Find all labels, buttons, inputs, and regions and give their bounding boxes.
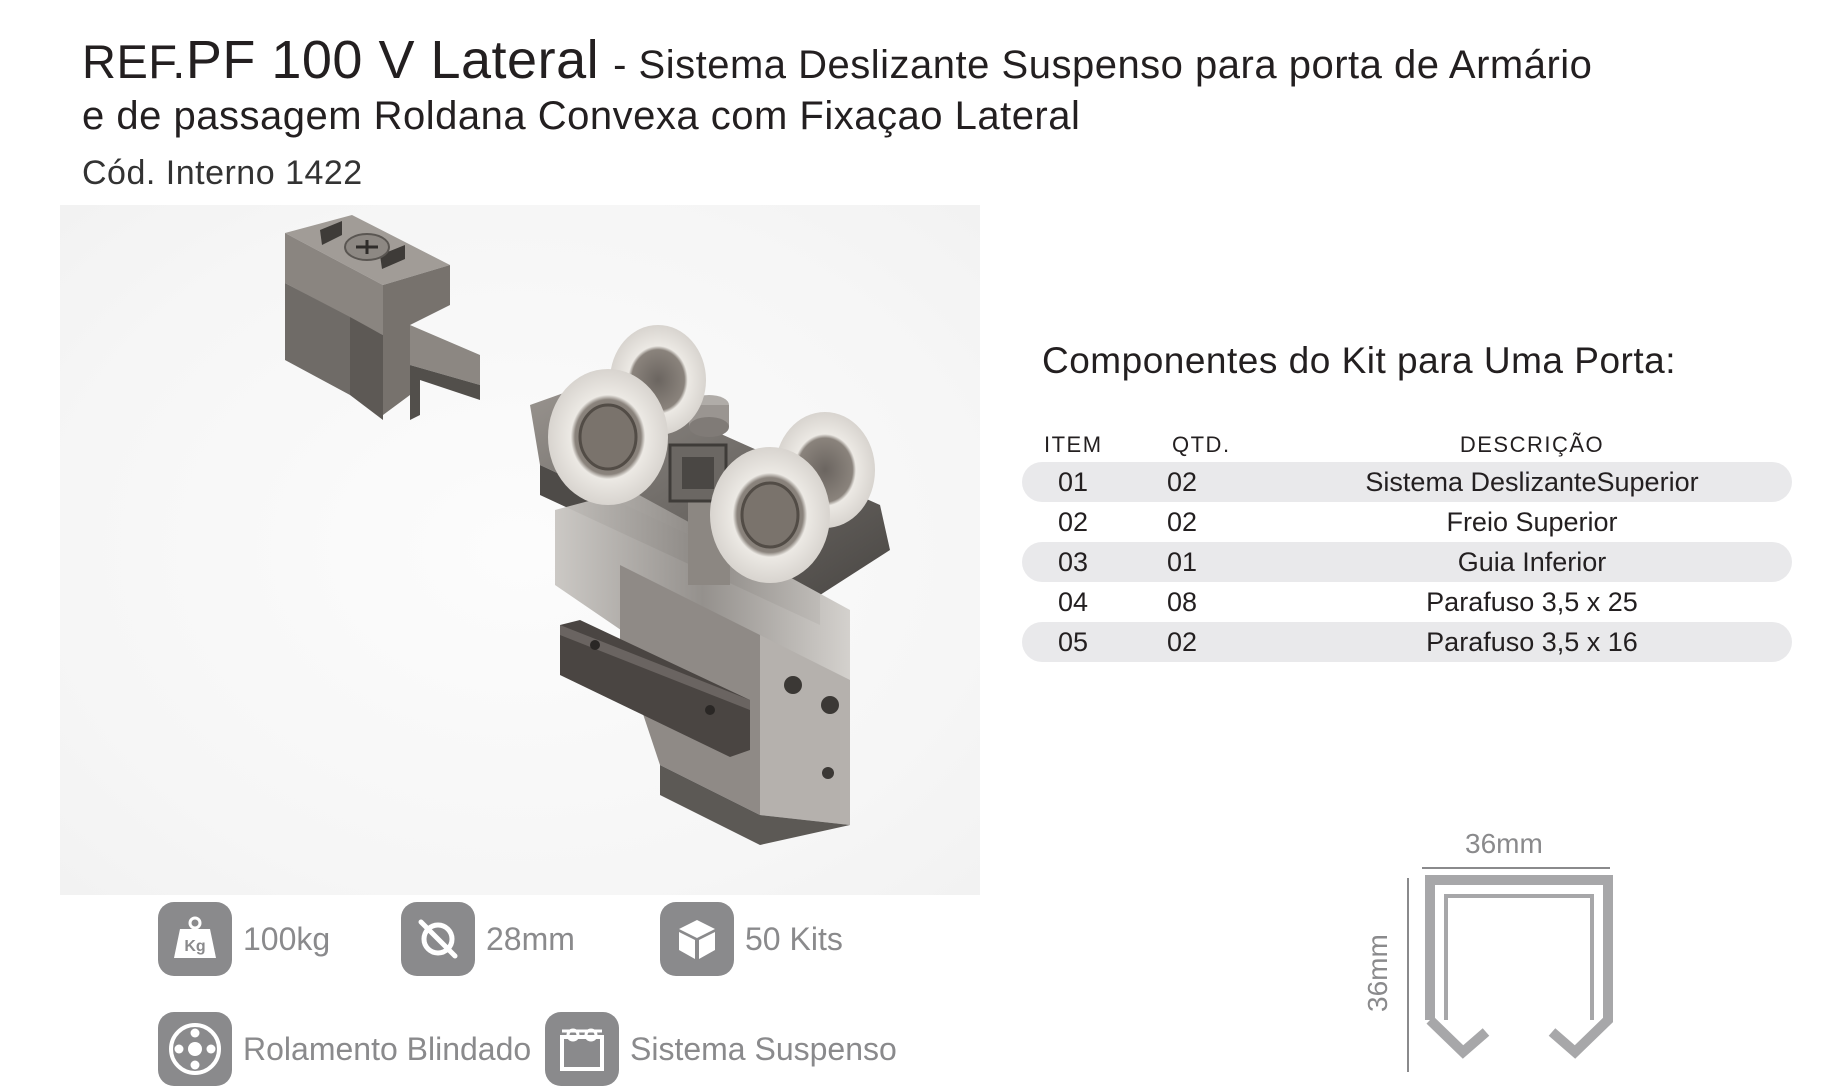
kg-icon-text: Kg: [184, 938, 205, 955]
feature-capacity: Kg 100kg: [158, 902, 330, 976]
row-item: 05: [1058, 627, 1089, 657]
ref-label: REF.: [82, 35, 186, 88]
row-qtd: 02: [1167, 627, 1198, 657]
table-row: 04 08 Parafuso 3,5 x 25: [1022, 582, 1792, 622]
feature-suspended: Sistema Suspenso: [545, 1012, 897, 1086]
diameter-icon: [401, 902, 475, 976]
row-qtd: 08: [1167, 587, 1198, 617]
header: REF.PF 100 V Lateral - Sistema Deslizante…: [82, 33, 1802, 195]
table-row: 05 02 Parafuso 3,5 x 16: [1022, 622, 1792, 662]
row-qtd: 02: [1167, 507, 1198, 537]
feature-bearing: Rolamento Blindado: [158, 1012, 531, 1086]
table-row: 03 01 Guia Inferior: [1022, 542, 1792, 582]
row-descricao: Guia Inferior: [1457, 547, 1607, 577]
row-item: 01: [1058, 467, 1089, 497]
suspended-system-icon: [545, 1012, 619, 1086]
product-drawing: [285, 215, 890, 845]
feature-label: Rolamento Blindado: [243, 1030, 532, 1067]
model-name: PF 100 V Lateral: [185, 30, 600, 90]
col-descricao: DESCRIÇÃO: [1459, 432, 1605, 457]
row-descricao: Freio Superior: [1446, 507, 1618, 537]
bottom-guide: [560, 620, 750, 757]
table-row: 01 02 Sistema DeslizanteSuperior: [1022, 462, 1792, 502]
feature-label: 28mm: [486, 920, 575, 957]
feature-diameter: 28mm: [401, 902, 575, 976]
feature-label: 50 Kits: [745, 920, 843, 957]
wheels: [548, 325, 875, 583]
row-qtd: 01: [1167, 547, 1198, 577]
internal-code: Cód. Interno 1422: [82, 154, 363, 192]
row-descricao: Sistema DeslizanteSuperior: [1365, 467, 1699, 497]
feature-label: 100kg: [243, 920, 331, 957]
row-qtd: 02: [1167, 467, 1198, 497]
profile-width-label: 36mm: [1465, 828, 1543, 859]
product-title: REF.PF 100 V Lateral - Sistema Deslizante…: [82, 33, 1802, 91]
row-descricao: Parafuso 3,5 x 16: [1426, 627, 1638, 657]
title-description-line2: e de passagem Roldana Convexa com Fixaça…: [82, 94, 1081, 138]
weight-kg-icon: Kg: [158, 902, 232, 976]
bearing-icon: [158, 1012, 232, 1086]
brake-part: [285, 215, 480, 420]
kit-table-header: ITEM QTD. DESCRIÇÃO: [1022, 428, 1792, 462]
row-item: 04: [1058, 587, 1089, 617]
product-illustration: [60, 205, 980, 895]
feature-kits: 50 Kits: [660, 902, 843, 976]
kit-table: ITEM QTD. DESCRIÇÃO 01 02 Sistema Desliz…: [1022, 428, 1792, 662]
feature-label: Sistema Suspenso: [630, 1030, 897, 1067]
kit-title: Componentes do Kit para Uma Porta:: [1042, 340, 1676, 381]
col-item: ITEM: [1044, 432, 1103, 457]
row-descricao: Parafuso 3,5 x 25: [1426, 587, 1638, 617]
box-icon: [660, 902, 734, 976]
track-profile-drawing: [1407, 867, 1613, 1072]
row-item: 03: [1058, 547, 1089, 577]
row-item: 02: [1058, 507, 1089, 537]
col-qtd: QTD.: [1172, 432, 1231, 457]
title-description: - Sistema Deslizante Suspenso para porta…: [613, 43, 1593, 87]
table-row: 02 02 Freio Superior: [1022, 502, 1792, 542]
